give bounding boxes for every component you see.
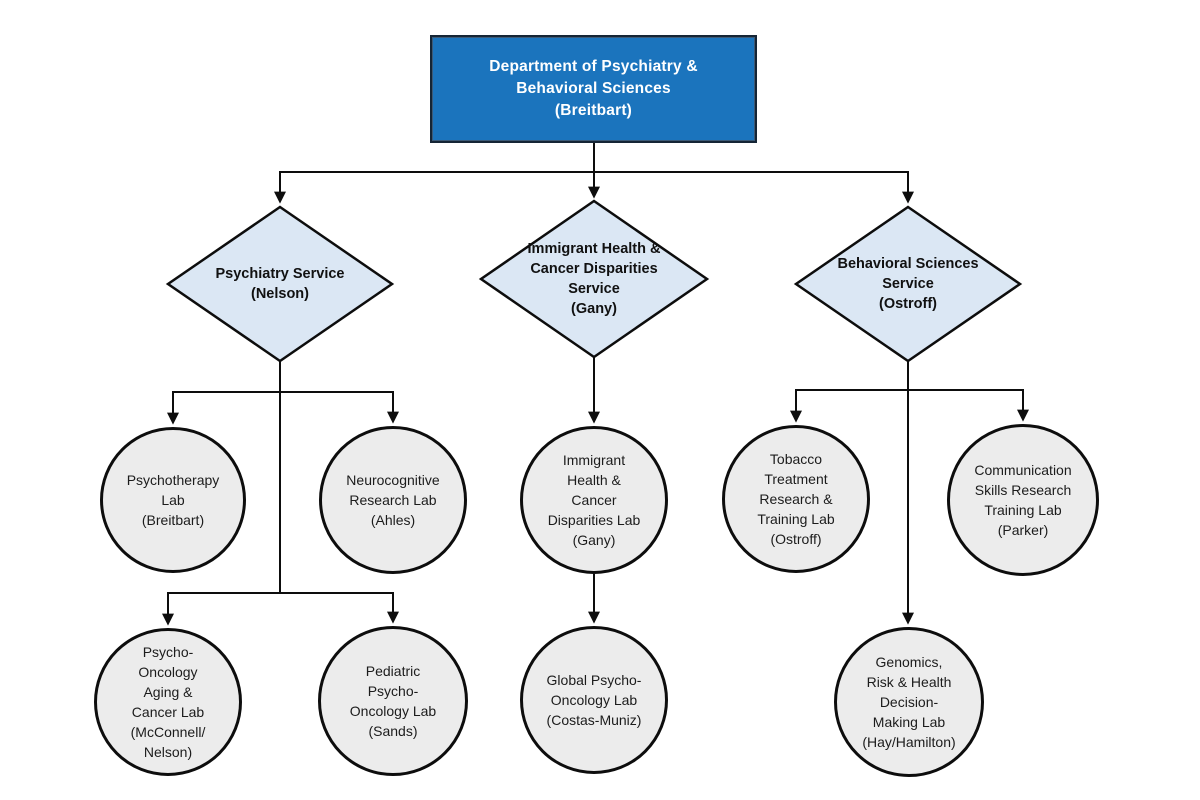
node-genomics-lab-label: Genomics, Risk & Health Decision- Making… <box>862 654 956 750</box>
node-psychiatry-service-label: Psychiatry Service (Nelson) <box>215 266 345 302</box>
node-behavioral-service-label: Behavioral Sciences Service (Ostroff) <box>837 256 979 312</box>
node-behavioral-service: Behavioral Sciences Service (Ostroff) <box>796 207 1020 361</box>
node-pediatric-lab-label: Pediatric Psycho- Oncology Lab (Sands) <box>349 663 437 739</box>
node-immigrant-service-label: Immigrant Health & Cancer Disparities Se… <box>527 241 661 317</box>
node-psychotherapy-lab: Psychotherapy Lab (Breitbart) <box>100 427 246 573</box>
diamond-behavioral-service-shape <box>793 205 1023 363</box>
diamond-immigrant-service-shape <box>478 199 710 359</box>
node-communication-lab: Communication Skills Research Training L… <box>947 424 1099 576</box>
node-immigrant-lab-label: Immigrant Health & Cancer Disparities La… <box>547 452 641 548</box>
node-tobacco-lab-label: Tobacco Treatment Research & Training La… <box>757 451 835 547</box>
node-psychotherapy-lab-label: Psychotherapy Lab (Breitbart) <box>126 472 220 528</box>
node-communication-lab-label: Communication Skills Research Training L… <box>974 462 1072 538</box>
node-pediatric-lab: Pediatric Psycho- Oncology Lab (Sands) <box>318 626 468 776</box>
node-psycho-oncology-aging-lab: Psycho- Oncology Aging & Cancer Lab (McC… <box>94 628 242 776</box>
node-tobacco-lab: Tobacco Treatment Research & Training La… <box>722 425 870 573</box>
diamond-psychiatry-service-shape <box>165 205 395 363</box>
node-global-lab-label: Global Psycho- Oncology Lab (Costas-Muni… <box>546 672 642 728</box>
node-neurocognitive-lab-label: Neurocognitive Research Lab (Ahles) <box>346 472 440 528</box>
node-genomics-lab: Genomics, Risk & Health Decision- Making… <box>834 627 984 777</box>
node-psycho-oncology-aging-lab-label: Psycho- Oncology Aging & Cancer Lab (McC… <box>130 644 206 760</box>
node-psychiatry-service: Psychiatry Service (Nelson) <box>168 207 392 361</box>
node-department-label: Department of Psychiatry & Behavioral Sc… <box>489 58 698 119</box>
node-department: Department of Psychiatry & Behavioral Sc… <box>430 35 757 143</box>
node-global-lab: Global Psycho- Oncology Lab (Costas-Muni… <box>520 626 668 774</box>
node-immigrant-lab: Immigrant Health & Cancer Disparities La… <box>520 426 668 574</box>
node-immigrant-service: Immigrant Health & Cancer Disparities Se… <box>481 201 707 357</box>
node-neurocognitive-lab: Neurocognitive Research Lab (Ahles) <box>319 426 467 574</box>
